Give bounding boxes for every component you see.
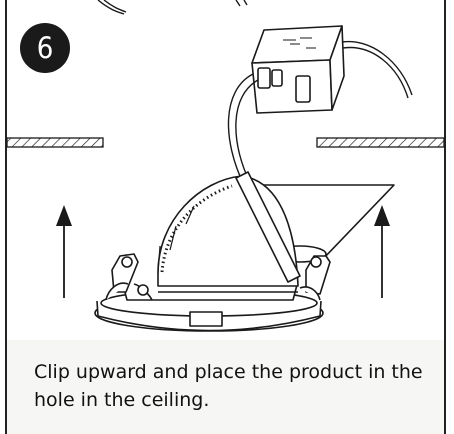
step-number-badge: 6 [20,23,70,73]
ceiling-left [6,137,104,148]
ceiling-right [316,137,445,148]
arrow-up-right-icon [374,205,390,298]
instruction-caption: Clip upward and place the product in the… [34,361,423,411]
previous-cable-remnant [97,0,248,15]
driver-cable [227,40,413,186]
downlight-fixture [94,171,395,332]
arrow-up-left-icon [56,205,72,298]
led-driver-box [251,25,345,114]
installation-illustration [6,0,445,332]
fixture-dome-texture [157,205,195,274]
caption-box [7,340,444,434]
